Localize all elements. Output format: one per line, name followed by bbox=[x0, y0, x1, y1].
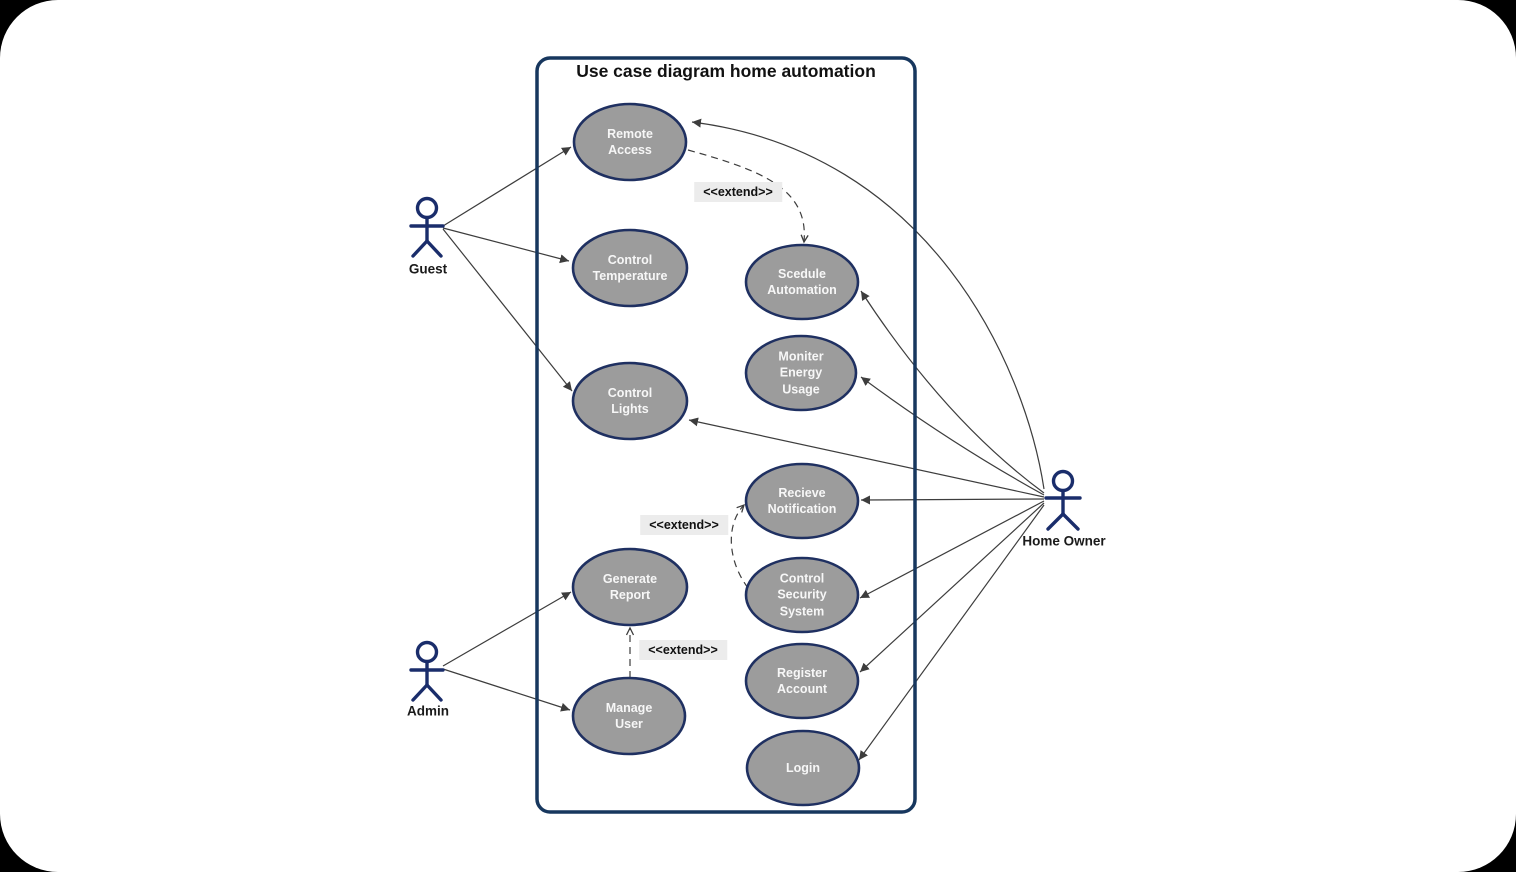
admin-actor-icon bbox=[409, 640, 445, 702]
association-homeowner-register-account bbox=[859, 502, 1045, 673]
association-guest-control-temperature bbox=[442, 227, 570, 264]
association-guest-remote-access bbox=[442, 146, 572, 227]
usecase-control-lights-ellipse bbox=[571, 361, 689, 441]
association-homeowner-scedule-automation bbox=[860, 290, 1045, 494]
association-guest-control-lights bbox=[442, 228, 573, 392]
association-admin-generate-report bbox=[442, 591, 572, 667]
usecase-register-account-ellipse bbox=[744, 642, 860, 720]
usecase-scedule-automation-ellipse bbox=[744, 243, 860, 321]
usecase-moniter-energy-usage-ellipse bbox=[744, 334, 858, 412]
association-homeowner-recieve-notification bbox=[860, 495, 1045, 505]
association-homeowner-control-security-system bbox=[859, 500, 1045, 599]
association-homeowner-login bbox=[858, 504, 1045, 761]
home-owner-actor-icon bbox=[1044, 469, 1082, 531]
usecase-generate-report-ellipse bbox=[571, 547, 689, 627]
extend-control-security-to-recieve-notification bbox=[730, 503, 749, 589]
usecase-manage-user-ellipse bbox=[571, 676, 687, 756]
usecase-control-temperature-ellipse bbox=[571, 228, 689, 308]
extend-remote-access-to-scedule-automation bbox=[687, 149, 809, 244]
usecase-recieve-notification-ellipse bbox=[744, 462, 860, 540]
association-homeowner-remote-access bbox=[691, 118, 1045, 490]
system-boundary-box bbox=[535, 56, 917, 814]
usecase-control-security-system-ellipse bbox=[744, 556, 860, 634]
usecase-login-ellipse bbox=[745, 729, 861, 807]
guest-actor-icon bbox=[409, 196, 445, 258]
association-homeowner-moniter-energy-usage bbox=[860, 376, 1045, 496]
usecase-remote-access-ellipse bbox=[572, 102, 688, 182]
association-homeowner-control-lights bbox=[688, 417, 1045, 498]
association-admin-manage-user bbox=[442, 668, 571, 712]
